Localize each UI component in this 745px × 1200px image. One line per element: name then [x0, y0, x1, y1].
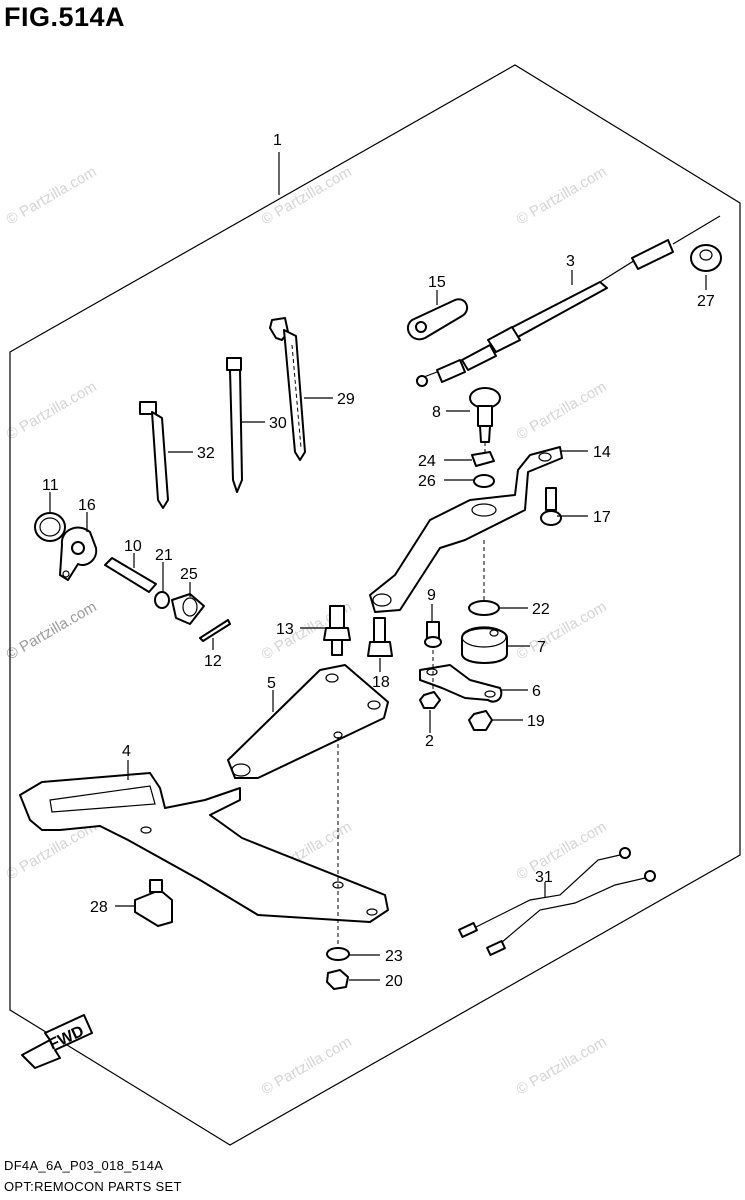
stud-bolt [424, 621, 442, 648]
callout-3: 3 [566, 253, 575, 270]
callout-31: 31 [535, 869, 553, 886]
kit-boundary [9, 64, 741, 1146]
callout-labels: 1 2 3 4 5 6 7 8 9 10 11 12 13 14 15 16 1… [42, 132, 715, 990]
callout-5: 5 [267, 675, 276, 692]
callout-16: 16 [78, 497, 96, 514]
watermark: © Partzilla.com [514, 163, 610, 228]
washer [326, 947, 350, 961]
callout-30: 30 [269, 415, 287, 432]
watermark: © Partzilla.com [514, 378, 610, 443]
bracket [369, 446, 563, 613]
cable-joint [406, 298, 469, 341]
fwd-arrow: FWD [21, 1014, 93, 1069]
watermark: © Partzilla.com [514, 818, 610, 883]
nut [326, 969, 349, 990]
callout-21: 21 [155, 547, 173, 564]
callout-29: 29 [337, 391, 355, 408]
figure-title: FIG.514A [4, 2, 126, 32]
remote-bracket [19, 772, 389, 923]
watermark: © Partzilla.com [259, 163, 355, 228]
callout-8: 8 [432, 404, 441, 421]
callout-11: 11 [42, 477, 59, 494]
bolt [367, 617, 393, 657]
watermark: © Partzilla.com [4, 378, 100, 443]
assembly-lines [337, 442, 486, 945]
shoulder-bolt [469, 387, 501, 443]
bolt [540, 487, 562, 526]
nut [471, 451, 495, 467]
callout-17: 17 [593, 509, 611, 526]
grommet [690, 244, 722, 272]
callout-4: 4 [122, 743, 131, 760]
spacer [171, 593, 205, 625]
mount-plate [227, 664, 389, 779]
callout-6: 6 [532, 683, 541, 700]
wire-harness [458, 847, 656, 957]
cable-clamp [134, 879, 173, 927]
callout-12: 12 [204, 653, 222, 670]
figure-name: OPT:REMOCON PARTS SET [4, 1179, 182, 1194]
callout-27: 27 [697, 293, 715, 310]
washer [473, 474, 495, 488]
figure-code: DF4A_6A_P03_018_514A [4, 1158, 164, 1173]
callout-15: 15 [428, 274, 446, 291]
callout-13: 13 [276, 621, 294, 638]
washer [468, 600, 500, 616]
callout-20: 20 [385, 973, 403, 990]
callout-26: 26 [418, 473, 436, 490]
nut [419, 691, 441, 709]
control-cable [415, 215, 721, 387]
callout-7: 7 [537, 639, 546, 656]
cable-tie-mount [269, 317, 306, 461]
watermark: © Partzilla.com [4, 163, 100, 228]
callout-23: 23 [385, 948, 403, 965]
callout-22: 22 [532, 601, 550, 618]
callout-18: 18 [372, 674, 390, 691]
lever [59, 526, 98, 581]
cable-tie-clip [139, 401, 169, 509]
watermark: © Partzilla.com [4, 598, 100, 663]
callout-28: 28 [90, 899, 108, 916]
stud [323, 605, 351, 656]
cable-tie [226, 357, 243, 493]
stopper-plate [419, 664, 503, 703]
washer [154, 591, 170, 609]
callout-1: 1 [273, 132, 282, 149]
callout-32: 32 [197, 445, 215, 462]
damper [461, 626, 508, 664]
snap-ring [34, 512, 66, 542]
leader-lines [49, 152, 707, 981]
callout-9: 9 [427, 587, 436, 604]
watermark: © Partzilla.com [259, 1033, 355, 1098]
callout-19: 19 [527, 713, 545, 730]
callout-10: 10 [124, 538, 142, 555]
callout-24: 24 [418, 453, 436, 470]
nut [468, 710, 493, 731]
pin [104, 557, 157, 593]
callout-2: 2 [425, 733, 434, 750]
cotter-pin [199, 619, 231, 642]
callout-25: 25 [180, 566, 198, 583]
watermark: © Partzilla.com [514, 1033, 610, 1098]
callout-14: 14 [593, 444, 611, 461]
